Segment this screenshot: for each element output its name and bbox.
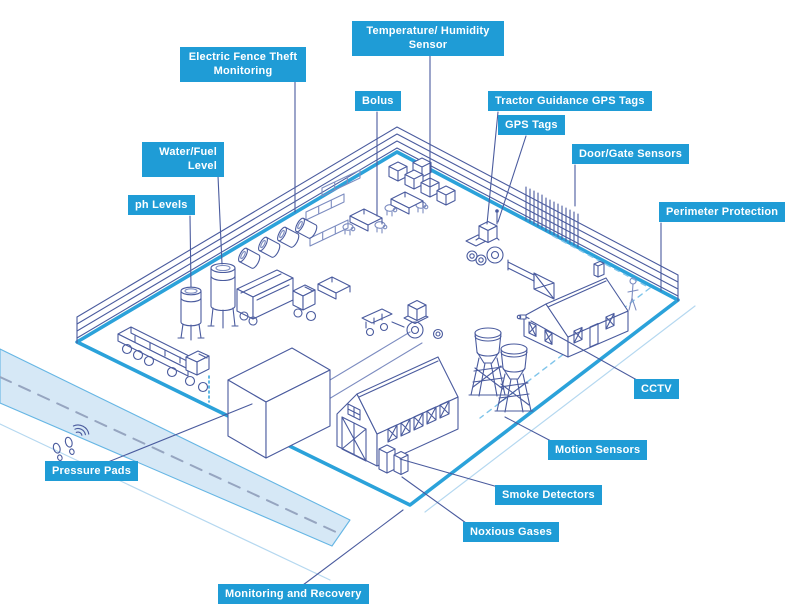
road [0, 348, 351, 581]
road-centerline [0, 376, 339, 534]
person [627, 277, 639, 311]
wifi-waves-icon [72, 424, 90, 436]
livestock-pens [305, 169, 429, 247]
tractor-implement [361, 299, 444, 340]
perimeter-fence [76, 126, 679, 344]
farmyard-fence [507, 259, 555, 300]
label-temperature-humidity: Temperature/ Humidity Sensor [352, 21, 504, 56]
barn-annex [378, 444, 409, 476]
gps-antenna-icon [495, 209, 499, 225]
hay-bales [238, 217, 318, 269]
cctv-camera-icon [516, 314, 530, 320]
silo-ph [177, 286, 205, 341]
barn [336, 356, 459, 467]
label-door-gate: Door/Gate Sensors [572, 144, 690, 165]
shed [227, 347, 331, 459]
label-tractor-guidance: Tractor Guidance GPS Tags [488, 91, 652, 112]
field-boundary [75, 150, 680, 507]
crates [388, 157, 456, 206]
farm-gate [533, 272, 555, 300]
leader-lines [107, 54, 662, 586]
silo-water-fuel [207, 262, 239, 329]
label-pressure-pads: Pressure Pads [45, 461, 139, 482]
label-gps-tags: GPS Tags [498, 115, 565, 136]
label-smoke-detectors: Smoke Detectors [495, 485, 602, 506]
label-motion-sensors: Motion Sensors [548, 440, 648, 461]
label-monitoring-recovery: Monitoring and Recovery [218, 584, 369, 605]
label-electric-fence: Electric Fence Theft Monitoring [180, 47, 306, 82]
gate-pickets [525, 186, 579, 248]
label-perimeter: Perimeter Protection [659, 202, 786, 223]
label-ph-levels: ph Levels [128, 195, 195, 216]
inner-dashed-boundary [479, 235, 651, 419]
footprints-icon [52, 424, 90, 462]
semi-truck [236, 269, 317, 326]
label-noxious-gases: Noxious Gases [463, 522, 560, 543]
flatbed-truck [117, 326, 210, 393]
tractor-gps [465, 209, 504, 266]
label-cctv: CCTV [634, 379, 679, 400]
label-water-fuel: Water/Fuel Level [142, 142, 224, 177]
label-bolus: Bolus [355, 91, 401, 112]
feed-troughs [317, 191, 424, 300]
farmhouse [516, 260, 629, 358]
outer-offset-line [424, 305, 696, 513]
